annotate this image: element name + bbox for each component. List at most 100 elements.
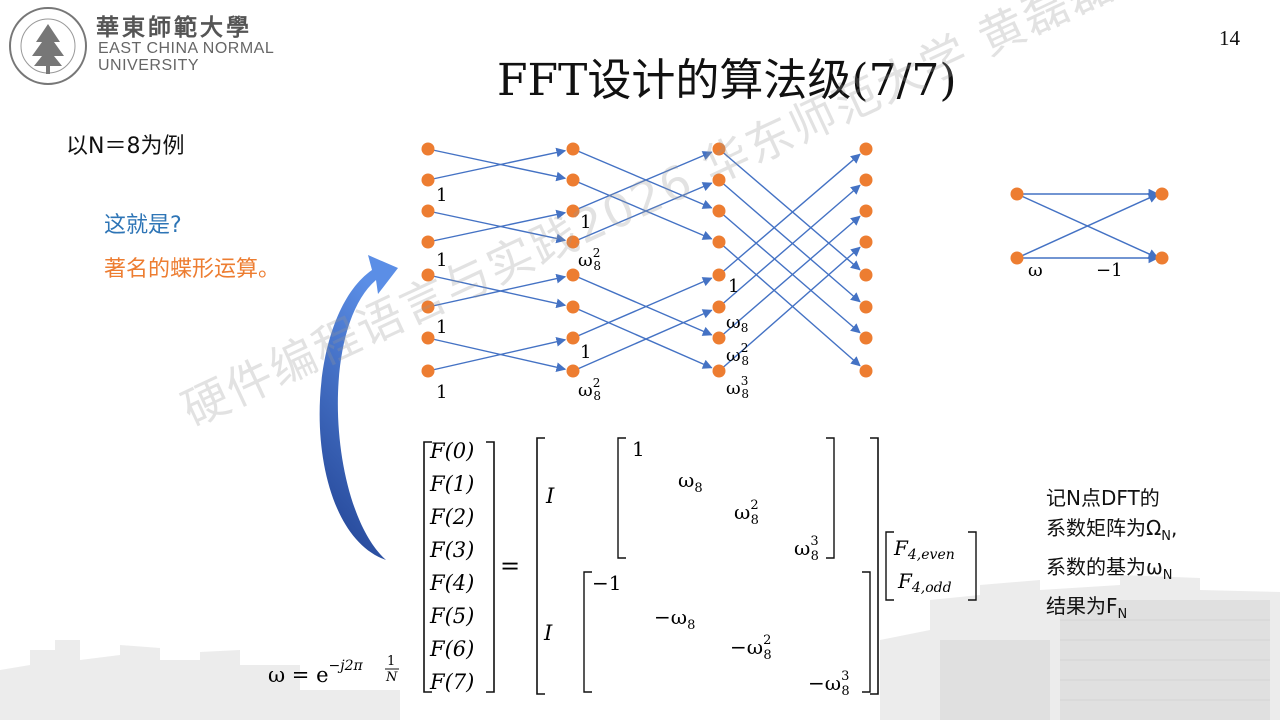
lhs-entry: F(5) [429,604,474,628]
butterfly-node [421,364,435,378]
mini-node [1155,251,1169,265]
butterfly-node [712,235,726,249]
stage2-weight-label: 1 [580,212,591,233]
university-name-english: EAST CHINA NORMAL UNIVERSITY [98,40,274,74]
omega-symbol: ω [734,500,750,524]
butterfly-edge [718,153,861,276]
definition-note: 记N点DFT的 系数矩阵为ΩN, 系数的基为ωN 结果为FN [1046,483,1177,630]
subscript: N [1162,568,1173,583]
butterfly-edge [427,148,567,182]
mini-label-minus-one: −1 [1096,260,1123,281]
stage2-weight-label: 1 [580,342,591,363]
equals-sign: = [500,552,520,580]
note-line2-text: 系数矩阵为Ω [1046,516,1162,540]
stage1-weight-label: 1 [436,185,447,206]
butterfly-edge [572,151,713,212]
subscript: 8 [811,549,819,564]
lhs-entry: F(6) [429,637,474,661]
bottom-diag-entry: −ω8 [654,605,695,633]
butterfly-node [421,300,435,314]
subscript: 8 [593,259,601,273]
omega-symbol: ω [678,468,694,492]
subscript: 8 [741,354,749,368]
note-line4: 结果为FN [1046,591,1177,630]
subscript: 8 [763,648,771,663]
butterfly-node [566,268,580,282]
mini-node [1155,187,1169,201]
omega-symbol: −ω [730,635,763,659]
butterfly-node [421,142,435,156]
lhs-vector: F(0) F(1) F(2) F(3) F(4) F(5) F(6) F(7) [429,439,474,694]
note-line2: 系数矩阵为ΩN, [1046,513,1177,552]
superscript: 3 [841,669,849,684]
omega-def-frac-num: 1 [387,654,395,669]
butterfly-edge [427,274,567,309]
superscript: 3 [810,534,818,549]
butterfly-nodes [421,142,873,378]
butterfly-edge [572,182,713,243]
omega-symbol: ω [578,380,593,401]
butterfly-edge [572,148,713,209]
butterfly-edge [718,246,861,372]
note-line4-text: 结果为F [1046,594,1118,618]
curved-arrow-icon [319,255,398,560]
butterfly-node [566,173,580,187]
butterfly-node [712,331,726,345]
butterfly-edge [572,306,713,369]
butterfly-edge [572,179,713,240]
identity-bottom: I [543,621,553,645]
mini-butterfly: ω −1 [1010,187,1169,281]
omega-symbol: ω [794,536,810,560]
subscript: 8 [694,481,702,496]
rhs-entry-letter: F [897,569,913,593]
bottom-diag-entry: −1 [592,571,621,595]
butterfly-node [566,331,580,345]
note-comma: , [1171,516,1178,540]
butterfly-node [566,235,580,249]
stage1-weight-label: 1 [436,382,447,403]
lhs-entry: F(0) [429,439,474,463]
butterfly-node [859,173,873,187]
subscript: N [1161,529,1172,544]
stage3-weight-label: ω8 [726,312,748,335]
butterfly-node [421,268,435,282]
stage1-weight-label: 1 [436,250,447,271]
subscript: 8 [751,513,759,528]
subscript: 8 [841,684,849,699]
superscript: 2 [741,341,749,355]
butterfly-edge [427,336,567,372]
omega-symbol: ω [726,312,741,333]
butterfly-edge [718,241,861,367]
butterfly-edge [427,147,567,181]
butterfly-edge [718,148,861,271]
butterfly-node [566,142,580,156]
rhs-entry: F4,odd [897,569,952,596]
note-line1: 记N点DFT的 [1046,486,1160,510]
butterfly-edge [718,215,861,339]
butterfly-edge [572,274,713,336]
top-diag-entry: ω8 [678,468,703,496]
butterfly-node [859,204,873,218]
omega-symbol: ω [578,250,593,271]
butterfly-connections [427,147,861,373]
stage3-weight-label: 1 [728,276,739,297]
lhs-entry: F(1) [429,472,474,496]
butterfly-node [566,364,580,378]
butterfly-node [566,300,580,314]
butterfly-node [859,268,873,282]
butterfly-node [712,173,726,187]
answer-text: 著名的蝶形运算。 [104,257,281,282]
mini-node [1010,251,1024,265]
stage1-weight-label: 1 [436,317,447,338]
omega-def-exponent: −j2π [329,658,364,674]
rhs-entry: F4,even [893,536,955,563]
butterfly-edge [718,179,861,303]
